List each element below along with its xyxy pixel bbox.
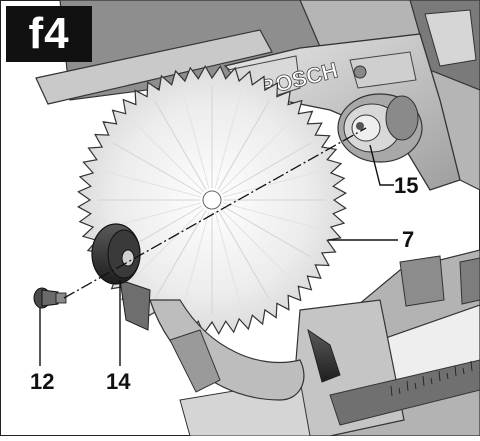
blade-sheen-line [222, 205, 311, 258]
blade-sheen-line [220, 208, 293, 281]
leader-15 [369, 144, 394, 186]
clamping-flange [91, 223, 141, 285]
blade-sheen-line [223, 170, 323, 198]
callout-saw-blade: 7 [402, 227, 415, 252]
blade-sheen-line [131, 208, 204, 281]
arbor-axis-line [63, 127, 367, 299]
blade-sheen-line [214, 211, 242, 311]
blade-sheen-line [223, 202, 323, 230]
blade-sheen-line [217, 210, 270, 299]
blade-sheen-line [182, 211, 210, 311]
blade-sheen-line [113, 142, 202, 195]
spindle-flange [337, 93, 423, 163]
callout-spindle-flange: 15 [394, 173, 419, 198]
blade-sheen-line [131, 119, 204, 192]
leader-lines [39, 144, 398, 366]
blade-sheen-line [154, 101, 207, 190]
blade-sheen-line [222, 142, 311, 195]
lower-guard [119, 279, 341, 401]
figure-tag: f4 [6, 6, 92, 62]
blade-sheen-line [217, 101, 270, 190]
blade-sheen-line [182, 89, 210, 189]
callout-washer: 12 [30, 369, 55, 394]
blade-sheen-line [101, 170, 201, 198]
angle-scale-ticks [390, 360, 473, 397]
blade-sheen-line [154, 210, 207, 299]
blade-sheen-line [214, 89, 242, 189]
upper-guard-rail [35, 29, 273, 105]
callout-flange: 14 [106, 369, 131, 394]
saw-base [179, 249, 480, 437]
blade-sheen-line [220, 119, 293, 192]
clamping-bolt [33, 287, 67, 309]
